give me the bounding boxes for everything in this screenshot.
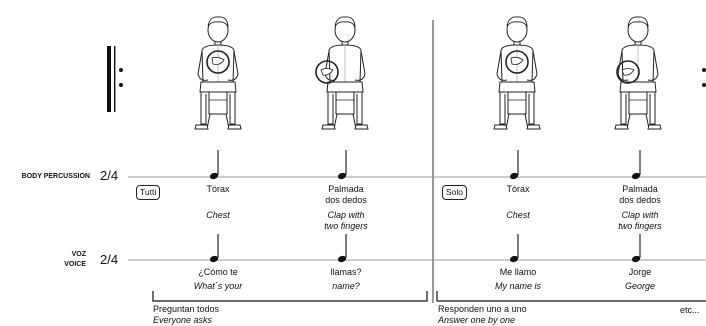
repeat-end-dots (702, 68, 706, 87)
body-note-3-en: Chest (478, 210, 558, 221)
body-note-2 (337, 150, 347, 180)
body-note-3-es: Tórax (478, 184, 558, 195)
body-note-1-es: Tórax (178, 184, 258, 195)
voice-note-3 (509, 234, 519, 263)
bracket-left (153, 291, 427, 301)
repeat-start-sign (107, 46, 123, 112)
solo-tag: Solo (442, 185, 467, 200)
body-note-4 (631, 150, 641, 180)
body-note-1 (209, 150, 219, 180)
bracket-left-es: Preguntan todos (153, 304, 219, 315)
body-note-4-en: Clap with two fingers (600, 210, 680, 232)
figure-clap-1 (316, 17, 368, 129)
voice-note-3-en: My name is (478, 281, 558, 292)
voice-note-1 (209, 234, 219, 263)
voice-note-2-en: name? (306, 281, 386, 292)
body-note-1-en: Chest (178, 210, 258, 221)
voice-note-2-es: llamas? (306, 267, 386, 278)
body-percussion-label: BODY PERCUSSION (4, 173, 90, 181)
figure-clap-2 (615, 17, 661, 129)
etc-label: etc... (680, 305, 700, 316)
figure-chest-2 (494, 17, 540, 129)
body-note-4-es: Palmada dos dedos (600, 184, 680, 206)
voice-note-3-es: Me llamo (478, 267, 558, 278)
tutti-tag: Tutti (136, 185, 160, 200)
body-time-signature: 2/4 (100, 168, 118, 183)
body-note-2-es: Palmada dos dedos (306, 184, 386, 206)
bracket-left-en: Everyone asks (153, 315, 212, 326)
figure-chest-1 (195, 17, 241, 129)
voice-label-es: VOZ (4, 251, 86, 259)
voice-note-2 (337, 234, 347, 263)
body-note-3 (509, 150, 519, 180)
voice-note-4-en: George (600, 281, 680, 292)
voice-note-1-es: ¿Cómo te (178, 267, 258, 278)
bracket-right-en: Answer one by one (438, 315, 515, 326)
bracket-right-es: Responden uno a uno (438, 304, 527, 315)
voice-note-1-en: What´s your (178, 281, 258, 292)
voice-note-4 (631, 234, 641, 263)
bracket-right (437, 291, 706, 301)
voice-time-signature: 2/4 (100, 252, 118, 267)
voice-note-4-es: Jorge (600, 267, 680, 278)
voice-label-en: VOICE (4, 261, 86, 269)
body-note-2-en: Clap with two fingers (306, 210, 386, 232)
